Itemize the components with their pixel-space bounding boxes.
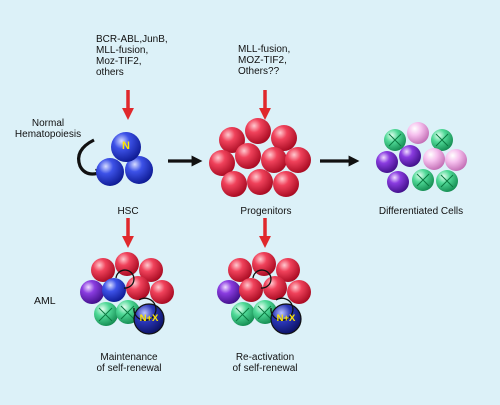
nx-label-left: N+X (139, 313, 159, 324)
aml-progenitor-cluster (217, 252, 311, 335)
reactivation-label: Re-activation of self-renewal (232, 352, 298, 374)
hsc-cell-n (111, 132, 141, 162)
hsc-factors-label: BCR-ABL,JunB, MLL-fusion, Moz-TIF2, othe… (96, 34, 168, 78)
hsc-cell (96, 158, 124, 186)
hsc-cell-cluster (96, 132, 153, 186)
aml-hsc-cluster (80, 252, 174, 335)
aml-label: AML (34, 295, 56, 307)
progenitor-factors-label: MLL-fusion, MOZ-TIF2, Others?? (238, 44, 291, 77)
hsc-cell (125, 156, 153, 184)
hsc-label: HSC (117, 206, 139, 217)
nx-label-right: N+X (276, 313, 296, 324)
differentiated-cell-cluster (376, 122, 467, 193)
self-renewal-curved-arrow (77, 138, 108, 180)
hsc-n-label: N (122, 140, 130, 152)
normal-hematopoiesis-label: Normal Hematopoiesis (14, 118, 82, 140)
progenitors-label: Progenitors (240, 206, 292, 217)
differentiated-cells-label: Differentiated Cells (378, 206, 464, 217)
progenitor-cell-cluster (209, 118, 311, 197)
maintenance-label: Maintenance of self-renewal (96, 352, 162, 374)
